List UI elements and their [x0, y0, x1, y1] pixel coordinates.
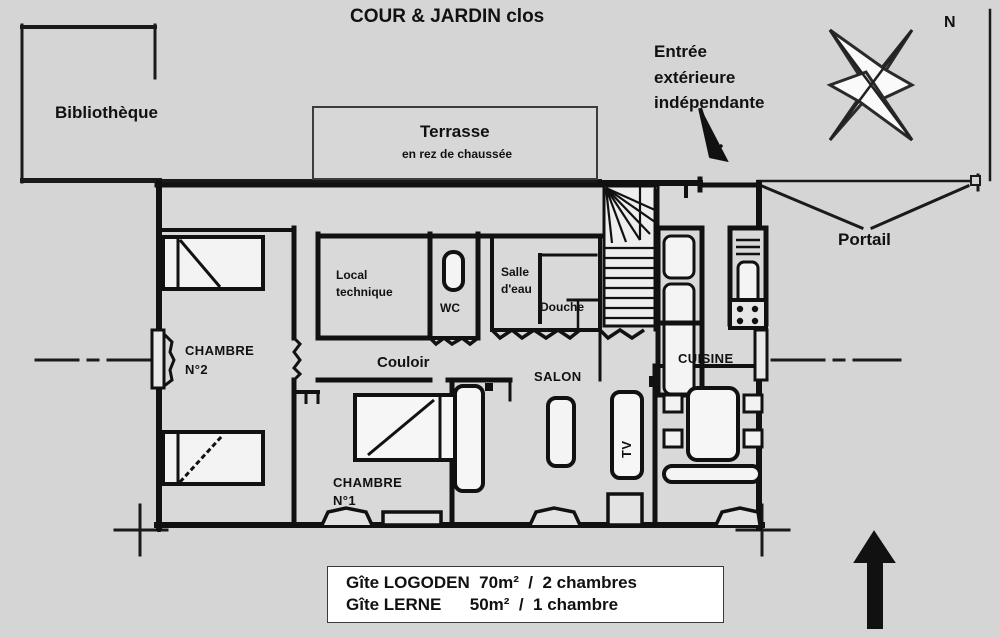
- room-label-chambre1-line1: CHAMBRE: [333, 475, 403, 490]
- label-terrasse: Terrasse: [420, 122, 490, 141]
- room-label-chambre2-line1: CHAMBRE: [185, 343, 255, 358]
- north-arrow-bottom: [853, 530, 896, 629]
- room-label-couloir: Couloir: [377, 354, 430, 371]
- kitchen-fittings: [655, 225, 769, 484]
- room-label-local-technique-line2: technique: [336, 285, 393, 299]
- wc-fixture: [442, 250, 465, 292]
- room-label-douche: Douche: [540, 300, 585, 314]
- page-title: COUR & JARDIN clos: [350, 6, 545, 27]
- salon-furniture: [546, 376, 660, 480]
- bed-single-lower: [161, 430, 265, 486]
- room-label-salle-deau-line2: d'eau: [501, 282, 532, 296]
- furniture-label-tv: TV: [619, 440, 634, 458]
- window-chambre2: [150, 328, 176, 390]
- label-north: N: [944, 14, 956, 31]
- door-thresholds: [157, 327, 645, 532]
- label-entree-line2: extérieure: [654, 68, 736, 87]
- legend-box: Gîte LOGODEN 70m² / 2 chambres Gîte LERN…: [327, 566, 724, 624]
- room-label-wc: WC: [440, 301, 460, 315]
- room-label-cuisine: CUISINE: [678, 351, 734, 366]
- compass-center-lines: [828, 29, 914, 141]
- legend-line-logoden: Gîte LOGODEN 70m² / 2 chambres: [346, 573, 637, 592]
- label-entree-line1: Entrée: [654, 42, 707, 61]
- door-swings: [292, 336, 320, 404]
- outer-context-lines: [20, 8, 992, 557]
- window-right: [753, 328, 769, 382]
- bottom-furniture: [320, 492, 762, 527]
- label-entree-line3: indépendante: [654, 93, 765, 112]
- terrasse-outline: [312, 106, 598, 180]
- room-label-salle-deau-line1: Salle: [501, 265, 530, 279]
- room-label-chambre2-line2: N°2: [185, 362, 209, 377]
- staircase: [602, 184, 660, 328]
- bed-double: [353, 383, 493, 493]
- label-portail: Portail: [838, 230, 891, 249]
- label-bibliotheque: Bibliothèque: [55, 103, 158, 122]
- legend-line-lerne: Gîte LERNE 50m² / 1 chambre: [346, 595, 619, 615]
- label-terrasse-sub: en rez de chaussée: [402, 147, 513, 161]
- room-label-local-technique-line1: Local: [336, 268, 368, 282]
- room-label-salon: SALON: [534, 369, 582, 384]
- room-label-chambre1-line2: N°1: [333, 493, 357, 508]
- entrance-arrow: [698, 107, 729, 163]
- bed-single-upper: [161, 235, 265, 291]
